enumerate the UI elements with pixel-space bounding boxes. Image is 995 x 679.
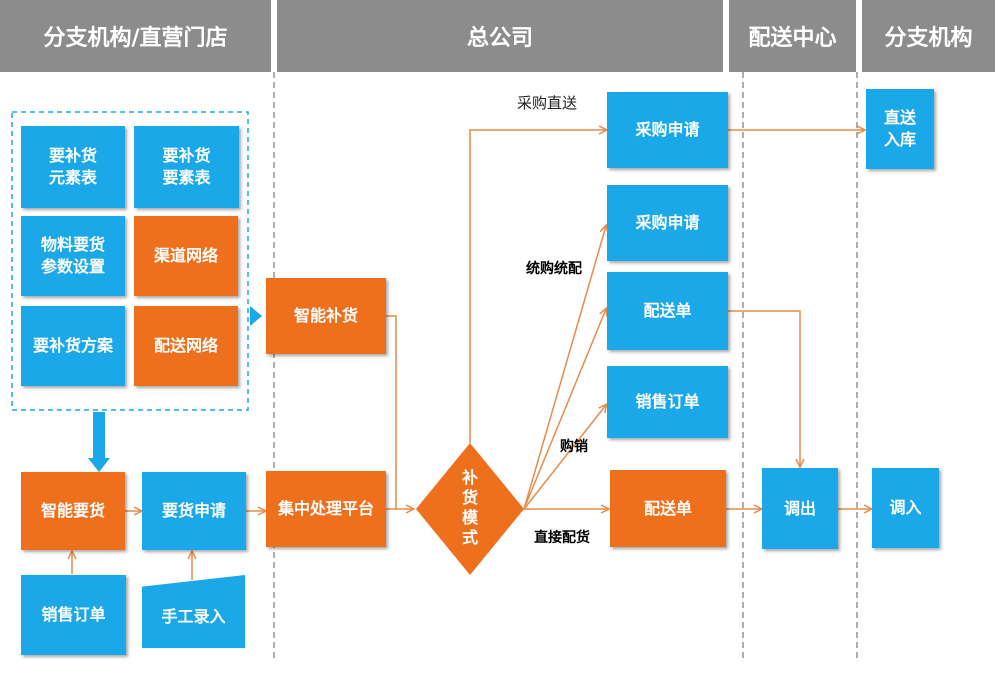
settings-group-frame	[11, 111, 249, 411]
order-request-box[interactable]: 要货申请	[142, 472, 246, 550]
replenish-plan-box[interactable]: 要补货方案	[21, 306, 125, 386]
purchase-request-1-box[interactable]: 采购申请	[607, 92, 728, 168]
group-down-arrow	[93, 412, 105, 460]
sales-order-left-box[interactable]: 销售订单	[21, 575, 126, 655]
group-down-arrowhead	[88, 458, 110, 472]
material-params-box[interactable]: 物料要货 参数设置	[21, 216, 125, 296]
header-branch-store: 分支机构/直营门店	[0, 0, 271, 72]
header-head-office: 总公司	[277, 0, 723, 72]
delivery-network-box[interactable]: 配送网络	[134, 306, 238, 386]
unified-label: 统购统配	[526, 261, 582, 277]
header-branch: 分支机构	[862, 0, 995, 72]
direct-purchase-label: 采购直送	[517, 94, 578, 112]
transfer-in-box[interactable]: 调入	[872, 468, 939, 548]
transfer-out-box[interactable]: 调出	[762, 468, 838, 549]
replenish-mode-label: 补货模式	[461, 468, 478, 547]
channel-network-box[interactable]: 渠道网络	[134, 216, 238, 296]
group-right-arrow	[250, 306, 262, 326]
manual-entry-box[interactable]: 手工录入	[142, 575, 245, 648]
header-distribution-center: 配送中心	[729, 0, 856, 72]
direct-delivery-label: 直接配货	[534, 530, 590, 546]
smart-replenish-box[interactable]: 智能补货	[266, 278, 386, 354]
direct-in-box[interactable]: 直送 入库	[866, 89, 934, 169]
smart-order-box[interactable]: 智能要货	[21, 472, 125, 550]
sales-order-right-box[interactable]: 销售订单	[607, 366, 728, 438]
delivery-note-2-box[interactable]: 配送单	[610, 470, 726, 547]
delivery-note-1-box[interactable]: 配送单	[607, 272, 728, 350]
replenish-factors-box[interactable]: 要补货 要素表	[134, 126, 239, 208]
central-platform-box[interactable]: 集中处理平台	[266, 471, 386, 547]
purchase-request-2-box[interactable]: 采购申请	[607, 185, 728, 261]
replenish-elements-box[interactable]: 要补货 元素表	[21, 126, 125, 208]
replenish-mode-diamond	[416, 443, 524, 575]
buy-sell-label: 购销	[560, 439, 588, 455]
